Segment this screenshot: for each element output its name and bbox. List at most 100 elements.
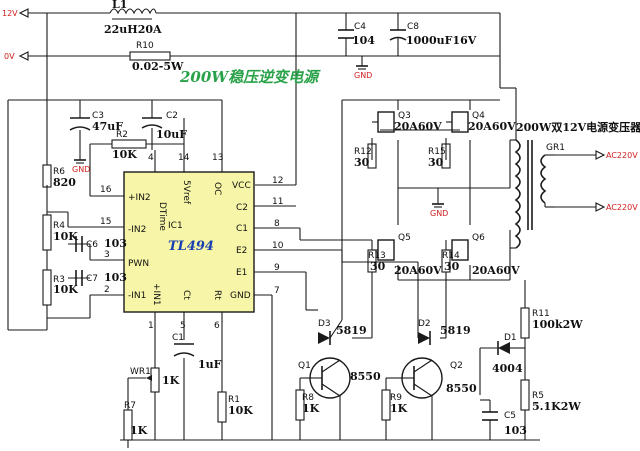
r5-ref: R5 <box>532 391 544 401</box>
pin-9: 9 <box>274 263 280 273</box>
capacitor-c6: C6 103 <box>75 236 127 252</box>
q5-ref: Q5 <box>398 233 411 243</box>
mosfet-q4: Q4 20A60V <box>446 111 516 133</box>
c8-ref: C8 <box>407 22 419 32</box>
ic-part-name: TL494 <box>168 239 214 254</box>
c1-ref: C1 <box>172 333 184 343</box>
pin-name-c1: C1 <box>236 224 248 234</box>
mosfet-q3: Q3 20A60V <box>372 111 442 133</box>
r15-value: 30 <box>428 156 444 169</box>
r11-ref: R11 <box>532 309 550 319</box>
pin-name-in1plus: +IN1 <box>151 283 161 306</box>
pin-12: 12 <box>272 176 283 186</box>
diode-d2: D2 5819 <box>418 319 471 345</box>
ac-output-1-label: AC220V <box>606 151 638 160</box>
q4-ref: Q4 <box>472 111 485 121</box>
r4-value: 10K <box>53 230 78 243</box>
q3-value: 20A60V <box>394 120 442 133</box>
pin-4: 4 <box>148 153 154 163</box>
pin-6: 6 <box>214 321 220 331</box>
rail-0v-label: 0V <box>4 52 15 61</box>
transistor-q2: Q2 8550 <box>400 357 477 399</box>
capacitor-c2: C2 10uF <box>141 111 187 141</box>
resistor-r9: R9 1K <box>381 389 408 421</box>
transformer-gr1: GR1 200W双12V电源变压器 <box>509 120 640 249</box>
r9-value: 1K <box>390 402 408 415</box>
pin-name-gnd: GND <box>230 291 251 301</box>
d3-value: 5819 <box>336 324 367 337</box>
r7-ref: R7 <box>124 401 136 411</box>
r1-value: 10K <box>228 404 253 417</box>
pin-8: 8 <box>274 219 280 229</box>
upper-left-wiring <box>7 99 222 330</box>
rail-12v-terminal: 12V <box>2 8 29 18</box>
r3-value: 10K <box>53 283 78 296</box>
r8-ref: R8 <box>302 393 314 403</box>
resistor-r10: R10 0.02-5W <box>129 41 184 73</box>
transformer-label: 200W双12V电源变压器 <box>516 120 640 134</box>
r9-ref: R9 <box>390 393 402 403</box>
ic-ref: IC1 <box>168 221 183 231</box>
q6-ref: Q6 <box>472 233 485 243</box>
bottom-left-wiring <box>127 358 223 448</box>
r2-ref: R2 <box>116 130 128 140</box>
capacitor-c5: C5 103 <box>482 411 527 437</box>
pin-name-rt: Rt <box>212 290 222 300</box>
potentiometer-wr1: WR1 1K <box>130 367 180 393</box>
gnd-bridge-label: GND <box>430 209 448 218</box>
ac-output-2-terminal: AC220V <box>555 202 638 212</box>
r7-value: 1K <box>130 424 148 437</box>
c8-value: 1000uF16V <box>406 34 477 47</box>
resistor-r14: R14 30 <box>441 249 460 273</box>
c4-ref: C4 <box>354 22 366 32</box>
r13-value: 30 <box>370 260 386 273</box>
pin-3: 3 <box>104 250 110 260</box>
capacitor-c7: C7 103 <box>75 270 127 286</box>
capacitor-c4: C4 104 <box>338 22 375 47</box>
d2-value: 5819 <box>440 324 471 337</box>
c7-value: 103 <box>104 271 127 284</box>
q2-ref: Q2 <box>450 361 463 371</box>
ground-symbol-c3: GND <box>72 159 90 174</box>
c6-ref: C6 <box>86 240 98 250</box>
r14-value: 30 <box>444 260 460 273</box>
gr1-ref: GR1 <box>546 143 565 153</box>
capacitor-c3: C3 47uF <box>69 111 123 133</box>
pin-14: 14 <box>178 153 190 163</box>
pin-name-c2: C2 <box>236 203 248 213</box>
diode-d1: D1 4004 <box>492 333 523 375</box>
resistor-r15: R15 30 <box>428 143 451 169</box>
resistor-r1: R1 10K <box>217 391 253 423</box>
q6-value: 20A60V <box>472 264 520 277</box>
feedback-wiring <box>479 280 526 440</box>
pin-13: 13 <box>212 153 223 163</box>
rail-12v-label: 12V <box>2 9 18 18</box>
ac-output-1-terminal: AC220V <box>555 150 638 160</box>
q3-ref: Q3 <box>398 111 411 121</box>
capacitor-c8: C8 1000uF16V <box>389 22 477 47</box>
resistor-r7: R7 1K <box>123 401 148 441</box>
c6-value: 103 <box>104 237 127 250</box>
r10-value: 0.02-5W <box>132 60 184 73</box>
ground-symbol-top: GND <box>354 65 372 80</box>
r6-value: 820 <box>53 176 76 189</box>
d1-ref: D1 <box>504 333 517 343</box>
resistor-r2: R2 10K <box>111 130 147 161</box>
r5-value: 5.1K2W <box>532 400 581 413</box>
pin-name-vcc: VCC <box>232 181 251 191</box>
c2-value: 10uF <box>156 128 187 141</box>
ground-symbol-bridge: GND <box>430 203 448 218</box>
resistor-r3: R3 10K <box>42 269 78 306</box>
r2-value: 10K <box>112 148 137 161</box>
pin-name-dtime: DTime <box>157 202 167 231</box>
wr1-value: 1K <box>162 374 180 387</box>
pin-name-in2minus: -IN2 <box>128 225 146 235</box>
c1-value: 1uF <box>198 358 222 371</box>
gnd-c3-label: GND <box>72 165 90 174</box>
ac-output-2-label: AC220V <box>606 203 638 212</box>
pin-10: 10 <box>272 241 284 251</box>
resistor-r12: R12 30 <box>354 143 377 169</box>
resistor-r6: R6 820 <box>42 164 76 189</box>
